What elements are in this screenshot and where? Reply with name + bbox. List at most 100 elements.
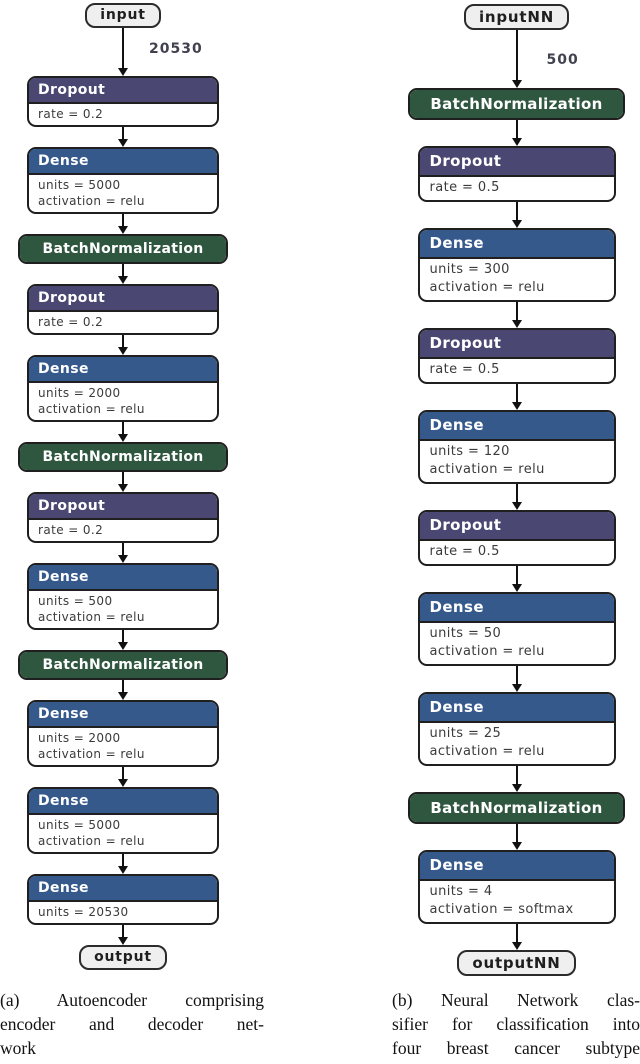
input-edge: 500: [408, 30, 625, 88]
arrow-down-icon: [18, 127, 228, 147]
layer-param: activation = relu: [38, 747, 145, 761]
arrow-down-icon: [408, 120, 625, 146]
caption-a: (a) Autoencoder comprising encoder and d…: [0, 988, 264, 1060]
layer-params: units = 20530: [29, 902, 217, 923]
arrow-down-icon: [18, 680, 228, 700]
layer-dropout: Dropout rate = 0.5: [417, 328, 616, 384]
layer-param: activation = relu: [38, 194, 145, 208]
layer-params: units = 300 activation = relu: [420, 259, 614, 300]
arrow-down-icon: [18, 854, 228, 874]
caption-line: (b) Neural Network clas-: [392, 990, 640, 1010]
layer-param: rate = 0.2: [38, 523, 104, 537]
layer-param: units = 50: [429, 626, 502, 641]
layer-title: Dense: [29, 702, 217, 728]
output-node: outputNN: [457, 950, 576, 976]
arrow-down-icon: [18, 925, 228, 945]
layer-param: rate = 0.5: [429, 362, 500, 377]
arrow-down-icon: [408, 202, 625, 228]
layer-param: units = 4: [429, 884, 493, 899]
arrow-down-icon: [18, 630, 228, 650]
arrow-down-icon: [408, 824, 625, 850]
layer-title: Dense: [419, 594, 614, 623]
layer-batchnorm: BatchNormalization: [408, 792, 625, 824]
layer-param: units = 2000: [38, 731, 121, 745]
output-node: output: [79, 945, 167, 970]
layer-param: units = 5000: [38, 178, 121, 192]
layer-title: Dropout: [29, 494, 217, 520]
layer-dropout: Dropout rate = 0.2: [27, 284, 219, 335]
arrow-down-icon: [408, 666, 625, 692]
arrow-down-icon: [408, 766, 625, 792]
layer-title: BatchNormalization: [20, 236, 226, 262]
layer-title: Dense: [419, 412, 614, 441]
layer-dense: Dense units = 5000 activation = relu: [27, 147, 219, 214]
arrow-down-icon: [18, 543, 228, 563]
layer-dropout: Dropout rate = 0.5: [417, 146, 616, 202]
arrow-down-icon: [18, 28, 228, 76]
layer-params: rate = 0.5: [420, 177, 614, 200]
input-edge: 20530: [18, 28, 228, 76]
arrow-down-icon: [18, 767, 228, 787]
input-node: input: [85, 3, 161, 28]
arrow-down-icon: [18, 472, 228, 492]
layer-param: rate = 0.2: [38, 315, 104, 329]
arrow-down-icon: [18, 214, 228, 234]
layer-param: rate = 0.5: [429, 544, 500, 559]
layer-dropout: Dropout rate = 0.2: [27, 492, 219, 543]
layer-title: Dropout: [419, 330, 614, 359]
layer-params: rate = 0.2: [29, 312, 217, 333]
arrow-down-icon: [18, 422, 228, 442]
layer-param: units = 120: [429, 444, 510, 459]
layer-param: activation = relu: [429, 744, 545, 759]
layer-title: Dense: [419, 852, 614, 881]
caption-line: (a) Autoencoder comprising: [0, 990, 264, 1010]
layer-title: BatchNormalization: [410, 90, 623, 118]
layer-param: units = 300: [429, 262, 510, 277]
layer-batchnorm: BatchNormalization: [18, 650, 228, 680]
caption-b: (b) Neural Network clas- sifier for clas…: [392, 988, 640, 1060]
layer-dense: Dense units = 2000 activation = relu: [27, 700, 219, 767]
layer-title: Dropout: [29, 286, 217, 312]
layer-title: BatchNormalization: [20, 652, 226, 678]
layer-title: BatchNormalization: [20, 444, 226, 470]
arrow-down-icon: [408, 384, 625, 410]
layer-param: activation = relu: [38, 610, 145, 624]
caption-line: work: [0, 1038, 36, 1058]
layer-param: rate = 0.5: [429, 180, 500, 195]
layer-title: BatchNormalization: [410, 794, 623, 822]
layer-param: units = 20530: [38, 905, 129, 919]
layer-title: Dense: [29, 149, 217, 175]
layer-param: activation = relu: [38, 834, 145, 848]
arrow-down-icon: [408, 30, 625, 88]
arrow-down-icon: [408, 484, 625, 510]
arrow-down-icon: [408, 566, 625, 592]
layer-params: units = 5000 activation = relu: [29, 175, 217, 212]
layer-params: units = 500 activation = relu: [29, 591, 217, 628]
layer-title: Dropout: [419, 148, 614, 177]
layer-param: activation = relu: [429, 280, 545, 295]
layer-param: units = 2000: [38, 386, 121, 400]
layer-title: Dense: [29, 876, 217, 902]
layer-params: rate = 0.2: [29, 104, 217, 125]
layer-title: Dense: [419, 694, 614, 723]
input-node: inputNN: [463, 4, 570, 30]
layer-title: Dense: [29, 789, 217, 815]
layer-param: units = 500: [38, 594, 113, 608]
layer-title: Dropout: [29, 78, 217, 104]
